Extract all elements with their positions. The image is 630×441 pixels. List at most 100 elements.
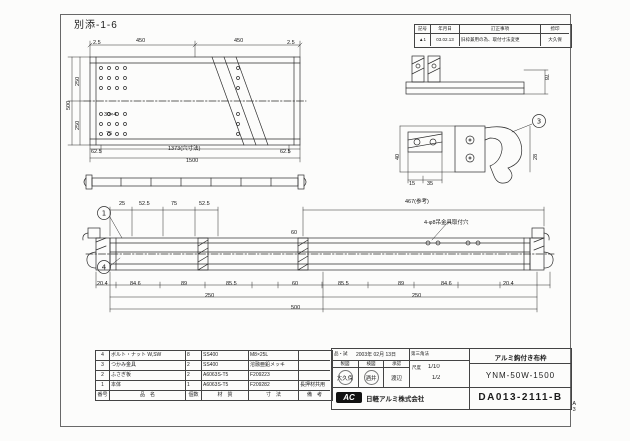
dimension-label: 84.6 <box>441 281 452 287</box>
sheet-frame <box>60 14 571 427</box>
revision-entry-row: ▲1 03.02.13 旧枠兼用の為、取付寸法変更 大久保 <box>415 33 571 46</box>
sheet-annotation: 別添-1-6 <box>74 20 118 31</box>
parts-header-no: 番号 <box>96 390 109 398</box>
class-label: 品・試 <box>334 351 348 356</box>
dimension-label: 2.5 <box>287 40 295 46</box>
dimension-label: 467(参考) <box>405 199 429 205</box>
sheet-size-letter: A <box>572 401 576 407</box>
dimension-label: 500 <box>291 305 301 311</box>
dimension-label: 52.5 <box>199 201 210 207</box>
dimension-label: 52.5 <box>139 201 150 207</box>
dimension-label: 40 <box>395 153 401 160</box>
dimension-label: 60 <box>292 281 299 287</box>
role-approve-label: 承認 <box>392 361 401 366</box>
dimension-label: 28 <box>533 153 539 160</box>
strip-view <box>83 174 307 190</box>
dimension-label: 85.5 <box>226 281 237 287</box>
role-draft-label: 製図 <box>340 361 350 366</box>
scale-sub-value: 1/2 <box>432 375 441 381</box>
title-block: 品・試 2003年 02月 13日 第三角法 尺度 1/10 1/2 製図 検図… <box>331 348 572 410</box>
stamp-circle <box>338 370 353 385</box>
dimension-label: 78 <box>543 74 549 81</box>
company-logo: AC <box>336 392 362 403</box>
dimension-label: 1500 <box>186 158 199 164</box>
parts-table: 4 ボルト・ナット W,SW 8 SS400 M8×25L 3 つかみ金具 2 … <box>95 350 333 401</box>
title-block-divider <box>469 349 470 409</box>
parts-row-2: 2 ふさぎ板 2 A6063S-T5 F209223 <box>96 370 332 380</box>
dimension-label: 1373(穴寸法) <box>168 146 201 152</box>
part-name: ボルト・ナット W,SW <box>109 351 185 360</box>
dimension-label: 89 <box>398 281 405 287</box>
elevation-bottom-dimensions <box>95 271 551 313</box>
part-qty: 2 <box>185 360 201 370</box>
elevation-view <box>82 206 555 313</box>
parts-header-row: 番号 品 名 個数 材 質 寸 法 備 考 <box>96 390 332 400</box>
parts-row-3: 3 つかみ金具 2 SS400 溶融亜鉛メッキ <box>96 360 332 370</box>
stamp-circle <box>364 370 379 385</box>
balloon-4: 4 <box>102 264 107 272</box>
projection-label: 第三角法 <box>411 351 429 356</box>
dimension-label: 89 <box>181 281 188 287</box>
parts-row-1: 1 本体 1 A6063S-T5 F209282 長押材共用 <box>96 380 332 390</box>
revision-entry-date: 03.02.13 <box>430 33 459 46</box>
hook-detail <box>399 114 546 184</box>
revision-header-description: 訂正事項 <box>459 25 540 33</box>
dimension-label: 250 <box>75 76 81 86</box>
parts-header-material: 材 質 <box>201 390 248 400</box>
parts-header-remark: 備 考 <box>298 390 330 400</box>
product-name: アルミ鈎付き布枠 <box>494 355 547 362</box>
dimension-label: 20.4 <box>97 281 108 287</box>
part-spec: F209282 <box>248 380 298 390</box>
sheet-size-number: 3 <box>572 407 576 413</box>
plan-view <box>67 40 307 163</box>
dimension-label: 62.5 <box>280 149 291 155</box>
title-block-divider <box>332 367 410 368</box>
part-name: ふさぎ板 <box>109 370 185 380</box>
dimension-label: 25 <box>119 201 126 207</box>
parts-header-qty: 個数 <box>185 390 201 400</box>
part-spec: F209223 <box>248 370 298 380</box>
title-block-divider <box>358 360 359 387</box>
part-qty: 1 <box>185 380 201 390</box>
parts-header-name: 品 名 <box>109 390 185 400</box>
drawing-number: DA013-2111-B <box>478 392 563 403</box>
balloon-3: 3 <box>537 118 541 126</box>
title-block-divider <box>409 349 410 387</box>
part-no: 2 <box>96 370 109 380</box>
part-spec: 溶融亜鉛メッキ <box>248 360 298 370</box>
part-qty: 2 <box>185 370 201 380</box>
section-detail <box>405 55 549 95</box>
dimension-label: 20.4 <box>503 281 514 287</box>
dimension-label: 60 <box>291 230 298 236</box>
plan-dimension-lines <box>67 40 303 163</box>
balloon-1: 1 <box>102 210 106 218</box>
dimension-label: 84.6 <box>130 281 141 287</box>
revision-header-symbol: 記号 <box>418 26 427 31</box>
dimension-label: 75 <box>106 131 113 137</box>
revision-entry-description: 旧枠兼用の為、取付寸法変更 <box>459 33 540 46</box>
dimension-label: 35 <box>427 181 434 187</box>
revision-header-stamp: 捺印 <box>540 25 569 33</box>
scale-label: 尺度 <box>412 365 421 370</box>
dimension-label: 75 <box>171 201 178 207</box>
part-material: A6063S-T5 <box>201 380 248 390</box>
part-material: SS400 <box>201 360 248 370</box>
title-block-divider <box>332 387 470 388</box>
dimension-label: 4-φ8吊金具取付穴 <box>424 220 469 226</box>
title-block-divider <box>332 360 470 361</box>
part-material: SS400 <box>201 351 248 360</box>
part-qty: 8 <box>185 351 201 360</box>
date-value: 2003年 02月 13日 <box>356 352 397 358</box>
part-spec: M8×25L <box>248 351 298 360</box>
part-no: 4 <box>101 352 104 358</box>
part-no: 1 <box>96 380 109 390</box>
part-name: つかみ金具 <box>109 360 185 370</box>
revision-entry-stamp: 大久保 <box>540 33 569 46</box>
scale-main-value: 1/10 <box>428 364 440 370</box>
part-name: 本体 <box>109 380 185 390</box>
dimension-label: 85.5 <box>338 281 349 287</box>
parts-row-4: 4 ボルト・ナット W,SW 8 SS400 M8×25L <box>96 351 332 360</box>
